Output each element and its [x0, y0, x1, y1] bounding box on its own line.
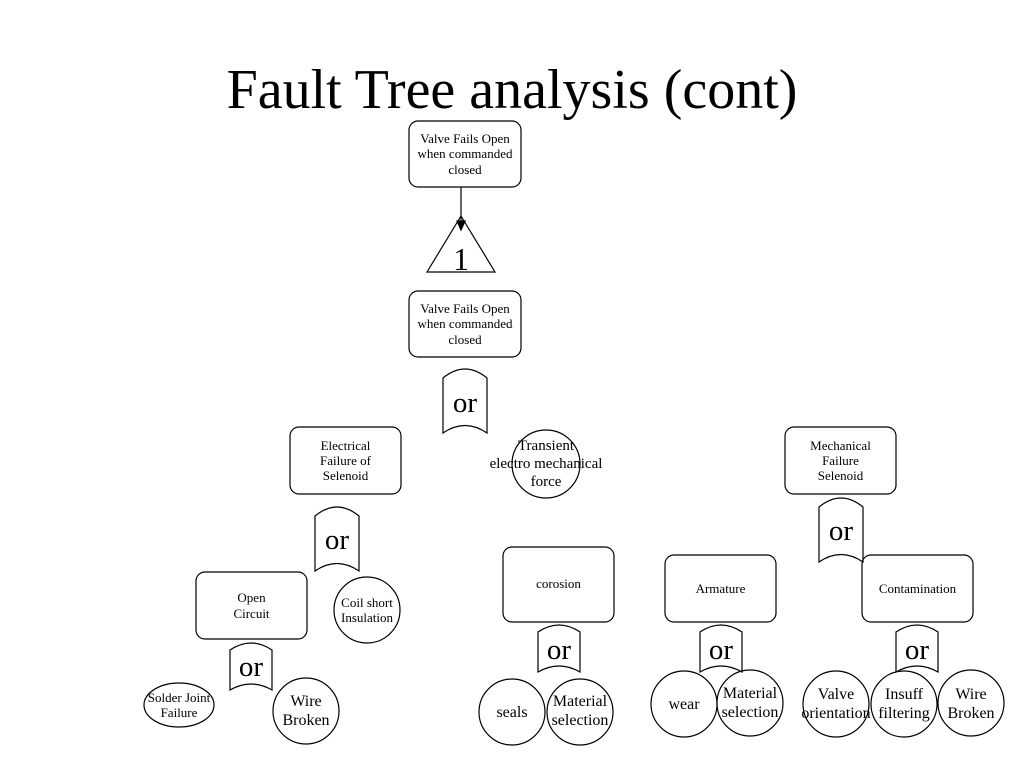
- solder-joint-ellipse: [143, 682, 215, 728]
- mechanical-or-gate-shape: [818, 497, 864, 564]
- solder-joint-label: Solder Joint Failure: [147, 689, 211, 720]
- contamination-label: Contamination: [878, 581, 957, 597]
- material-selection-2-circle: [716, 669, 784, 737]
- valve-orientation-circle: [802, 670, 870, 738]
- corosion-label: corosion: [536, 576, 581, 592]
- contamination-or-gate-label: or: [904, 633, 930, 666]
- slide-title: Fault Tree analysis (cont): [226, 59, 798, 121]
- contamination-box: [861, 554, 974, 623]
- main-or-gate-label: or: [452, 386, 478, 419]
- electrical-failure-label: Electrical Failure of Selenoid: [320, 437, 371, 484]
- corosion-or-gate-shape: [537, 624, 581, 674]
- wire-broken-2-label: Wire Broken: [947, 686, 995, 722]
- open-circuit-label: Open Circuit: [233, 590, 270, 621]
- valve-orientation-label: Valve orientation: [801, 686, 871, 722]
- corosion-box: [502, 546, 615, 623]
- transient-circle: [511, 429, 581, 499]
- contamination-or-gate-shape: [895, 624, 939, 674]
- material-selection-1-circle: [546, 678, 614, 746]
- armature-label: Armature: [695, 581, 746, 597]
- wire-broken-1-circle: [272, 677, 340, 745]
- transfer-number: 1: [453, 241, 469, 277]
- mechanical-or-gate-label: or: [828, 514, 854, 547]
- insuff-filtering-circle: [870, 670, 938, 738]
- electrical-or-gate-label: or: [324, 523, 350, 556]
- arrow-head: [456, 220, 466, 232]
- wire-broken-1-label: Wire Broken: [282, 693, 330, 729]
- transfer-triangle: [425, 214, 497, 273]
- wear-label: wear: [668, 695, 700, 713]
- material-selection-2-label: Material selection: [721, 685, 779, 721]
- transient-label: Transient electro mechanical force: [489, 438, 603, 490]
- seals-circle: [478, 678, 546, 746]
- armature-or-gate-shape: [699, 624, 743, 674]
- main-or-gate-shape: [442, 368, 488, 435]
- coil-short-label: Coil short Insulation: [341, 594, 393, 625]
- mechanical-failure-box: [784, 426, 897, 495]
- corosion-or-gate-label: or: [546, 633, 572, 666]
- top-event-box: [408, 120, 522, 188]
- material-selection-1-label: Material selection: [551, 693, 609, 729]
- transferred-event-box: [408, 290, 522, 358]
- top-event-label: Valve Fails Open when commanded closed: [417, 131, 513, 177]
- electrical-or-gate-shape: [314, 506, 360, 573]
- insuff-filtering-label: Insuff filtering: [878, 686, 930, 722]
- open-circuit-or-gate-shape: [229, 642, 273, 692]
- wire-broken-2-circle: [937, 669, 1005, 737]
- mechanical-failure-label: Mechanical Failure Selenoid: [810, 437, 871, 484]
- open-circuit-or-gate-label: or: [238, 650, 264, 683]
- transferred-event-label: Valve Fails Open when commanded closed: [417, 301, 513, 347]
- armature-or-gate-label: or: [708, 633, 734, 666]
- seals-label: seals: [496, 703, 528, 721]
- armature-box: [664, 554, 777, 623]
- open-circuit-box: [195, 571, 308, 640]
- electrical-failure-box: [289, 426, 402, 495]
- coil-short-circle: [333, 576, 401, 644]
